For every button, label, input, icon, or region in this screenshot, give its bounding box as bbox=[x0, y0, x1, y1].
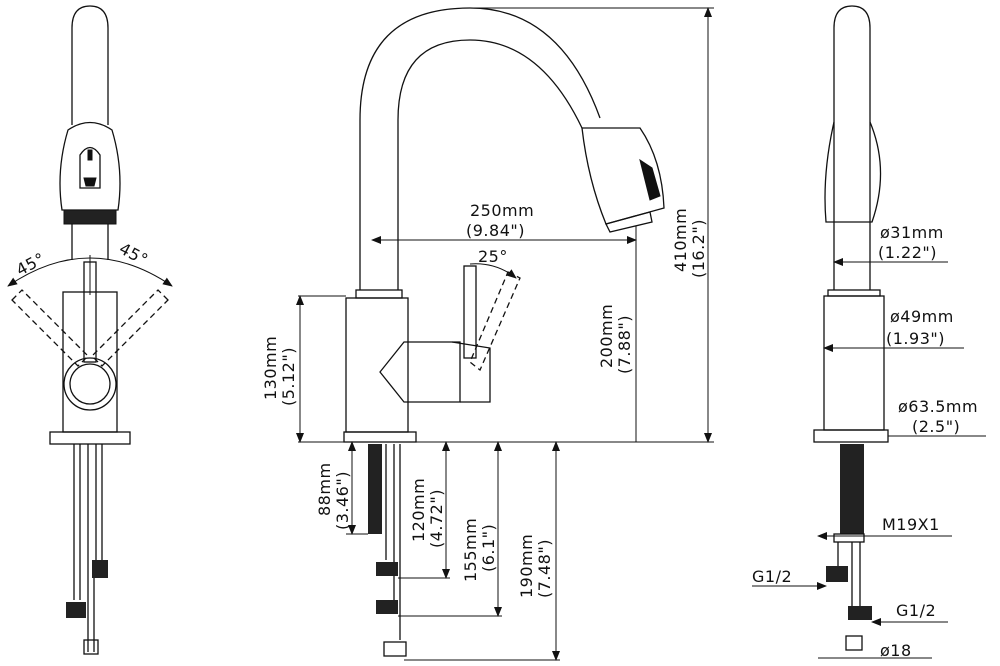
body-diameter-imperial: (1.93") bbox=[886, 329, 945, 348]
profile-connector-right bbox=[848, 606, 872, 620]
side-handle bbox=[463, 265, 477, 359]
button-arrow-icon bbox=[83, 177, 97, 187]
spout-height-imperial: (7.88") bbox=[615, 315, 634, 374]
spout-reach-metric: 250mm bbox=[470, 201, 534, 220]
base-diameter-metric: ø63.5mm bbox=[898, 397, 978, 416]
profile-view: ø31mm (1.22") ø49mm (1.93") ø63.5mm (2.5… bbox=[752, 5, 986, 660]
side-connector-upper bbox=[376, 562, 398, 576]
total-height-metric: 410mm bbox=[671, 208, 690, 272]
hose-120-imperial: (4.72") bbox=[427, 489, 446, 548]
front-spray-head bbox=[59, 121, 121, 211]
base-diameter-imperial: (2.5") bbox=[912, 417, 960, 436]
front-hose-right bbox=[95, 444, 103, 560]
side-body bbox=[345, 297, 409, 433]
handle-tilt-label: 25° bbox=[478, 247, 508, 266]
hose-120-metric: 120mm bbox=[409, 478, 428, 542]
side-view: 25° 250mm (9.84") 410mm (16.2") 200mm (7… bbox=[261, 7, 714, 661]
body-reach-imperial: (5.12") bbox=[279, 347, 298, 406]
body-reach-metric: 130mm bbox=[261, 336, 280, 400]
front-connector-right bbox=[92, 560, 108, 578]
profile-base bbox=[813, 429, 889, 443]
front-hose-left bbox=[73, 444, 81, 600]
spout-diameter-imperial: (1.22") bbox=[878, 243, 937, 262]
front-aerator bbox=[63, 209, 117, 225]
side-spray-head bbox=[581, 127, 665, 225]
profile-connector-left bbox=[826, 566, 848, 582]
front-handle bbox=[83, 261, 97, 363]
handle-left-position bbox=[11, 289, 89, 367]
angle-right-label: 45° bbox=[116, 239, 151, 270]
side-handle-tilted bbox=[469, 271, 521, 372]
front-fitting-end bbox=[83, 639, 99, 655]
side-thread-shank bbox=[368, 444, 382, 534]
spout-reach-imperial: (9.84") bbox=[466, 221, 525, 240]
thread-length-metric: 88mm bbox=[315, 462, 334, 516]
keyhole-button-icon bbox=[79, 146, 101, 189]
side-lever-housing bbox=[379, 341, 461, 403]
mount-thread-label: M19X1 bbox=[882, 515, 940, 534]
profile-body bbox=[823, 295, 885, 431]
hose-155-metric: 155mm bbox=[461, 518, 480, 582]
side-base bbox=[343, 431, 417, 443]
side-spout bbox=[359, 7, 601, 290]
end-diameter-label: ø18 bbox=[880, 641, 912, 660]
spray-button-icon bbox=[639, 158, 661, 201]
button-slot-icon bbox=[87, 149, 93, 161]
front-cartridge bbox=[63, 357, 117, 411]
total-height-imperial: (16.2") bbox=[689, 219, 708, 278]
handle-right-position bbox=[91, 289, 169, 367]
front-connector-left bbox=[66, 602, 86, 618]
connector-right-label: G1/2 bbox=[896, 601, 936, 620]
front-view: 45° 45° bbox=[7, 5, 173, 655]
hose-190-metric: 190mm bbox=[517, 534, 536, 598]
profile-fitting-end bbox=[845, 635, 863, 651]
angle-left-label: 45° bbox=[13, 249, 48, 280]
side-connector-lower bbox=[376, 600, 398, 614]
hose-190-imperial: (7.48") bbox=[535, 539, 554, 598]
front-base bbox=[49, 431, 131, 445]
hose-155-imperial: (6.1") bbox=[479, 524, 498, 572]
spout-height-metric: 200mm bbox=[597, 304, 616, 368]
profile-thread-shank bbox=[840, 444, 864, 534]
thread-length-imperial: (3.46") bbox=[333, 471, 352, 530]
front-spout bbox=[71, 5, 109, 125]
spout-diameter-metric: ø31mm bbox=[880, 223, 944, 242]
profile-spray-head bbox=[824, 121, 882, 223]
body-diameter-metric: ø49mm bbox=[890, 307, 954, 326]
profile-spout bbox=[833, 5, 871, 290]
connector-left-label: G1/2 bbox=[752, 567, 792, 586]
side-fitting-end bbox=[383, 641, 407, 657]
